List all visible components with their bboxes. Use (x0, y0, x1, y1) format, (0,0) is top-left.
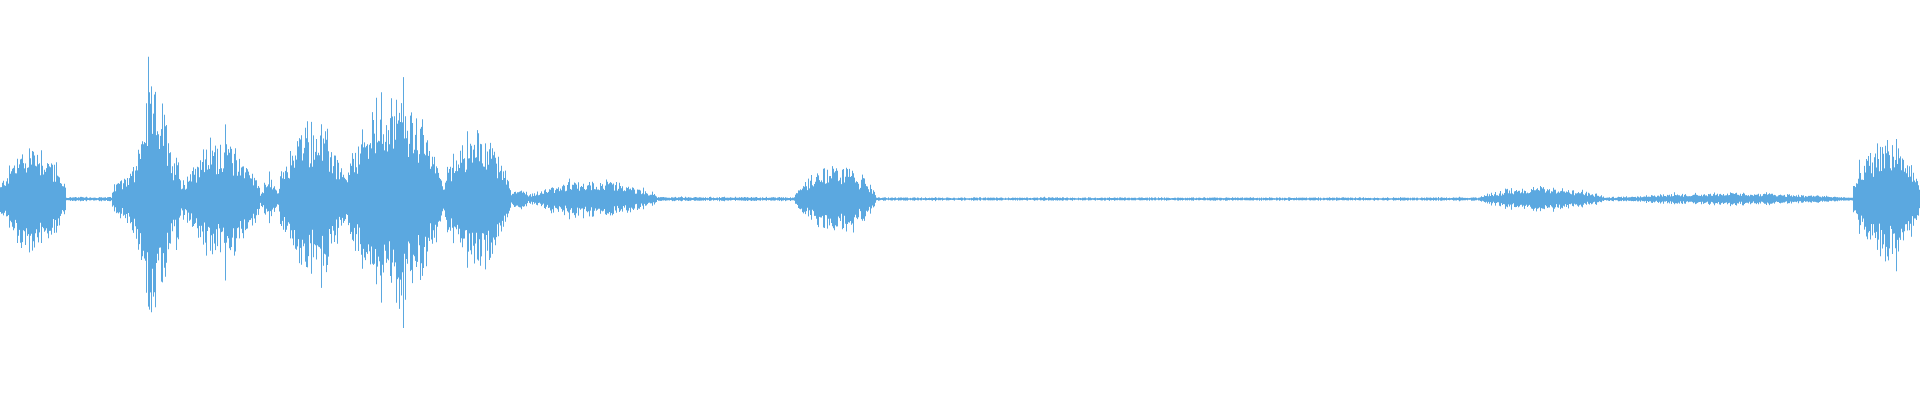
waveform-signal (0, 56, 1920, 328)
waveform-bars (0, 56, 1920, 328)
